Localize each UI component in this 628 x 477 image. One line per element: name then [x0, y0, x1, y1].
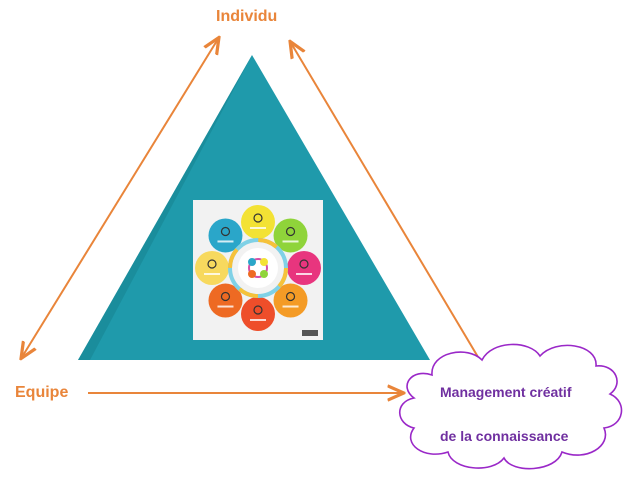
wheel-circle — [195, 251, 230, 285]
swirl-icon — [285, 291, 296, 302]
wheel-circle — [273, 218, 308, 253]
license-badge — [302, 330, 318, 336]
plant-icon — [253, 305, 263, 315]
cloud-label-line-1: Management créatif — [440, 384, 572, 400]
cloud-label-line-2: de la connaissance — [440, 428, 569, 444]
vertex-label-individu: Individu — [216, 8, 278, 25]
book-icon — [299, 259, 309, 269]
sun-icon — [220, 226, 231, 237]
wheel-circle — [241, 205, 275, 240]
music-icon — [220, 291, 231, 302]
mind-icon — [248, 258, 268, 278]
creativity-wheel-image — [193, 200, 323, 340]
wheel-circle — [273, 283, 308, 318]
wheel-circle — [208, 283, 243, 318]
wheel-circle — [286, 251, 321, 285]
arrow-management-individu — [291, 43, 479, 358]
center-hub — [238, 248, 278, 288]
figure-icon — [285, 226, 296, 237]
network-icon — [207, 259, 217, 269]
yin-yang-icon — [253, 213, 263, 223]
wheel-circle — [241, 296, 275, 331]
vertex-label-equipe: Equipe — [15, 384, 69, 401]
cloud-shape — [398, 343, 623, 470]
arrow-individu-equipe — [22, 39, 218, 357]
wheel-circle — [208, 218, 243, 253]
